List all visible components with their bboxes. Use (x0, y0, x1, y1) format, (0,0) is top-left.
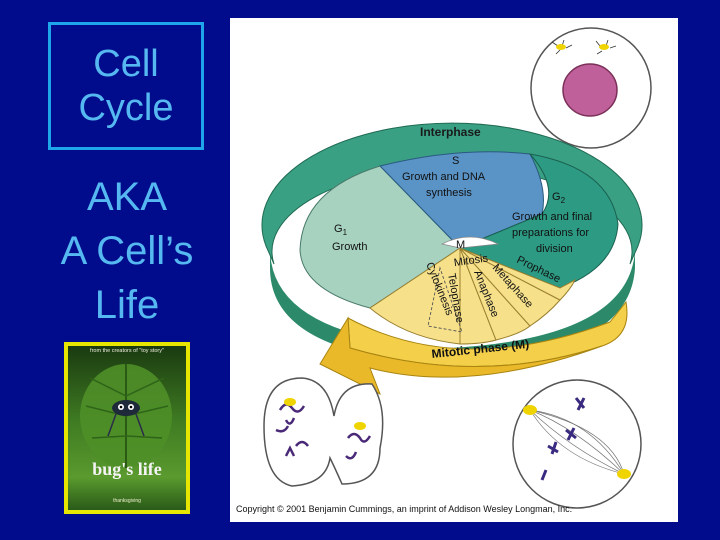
subtitle: AKA A Cell’s Life (22, 170, 232, 332)
cell-cycle-diagram: Interphase S Growth and DNA synthesis G1… (230, 18, 678, 522)
g1-desc: Growth (332, 241, 367, 253)
title-box: Cell Cycle (48, 22, 204, 150)
poster-title: bug's life (92, 459, 162, 479)
g1-label: G1 (334, 223, 348, 237)
subtitle-line-2: A Cell’s (60, 229, 194, 273)
cell-cycle-figure: Interphase S Growth and DNA synthesis G1… (236, 27, 652, 514)
g2-label: G2 (552, 191, 566, 205)
m-label: M (456, 239, 465, 251)
subtitle-line-1: AKA (86, 175, 168, 219)
s-label: S (452, 155, 459, 167)
s-desc-line-2: synthesis (426, 187, 472, 199)
g2-desc-line-3: division (536, 243, 573, 255)
s-desc-line-1: Growth and DNA (402, 171, 486, 183)
copyright-text: Copyright © 2001 Benjamin Cummings, an i… (236, 504, 572, 514)
title-line-2: Cycle (78, 87, 174, 129)
mitosis-label: Mitosis (453, 252, 489, 269)
dividing-cell-illustration (263, 377, 384, 487)
g2-desc-line-1: Growth and final (512, 211, 592, 223)
poster-artwork: from the creators of "toy story" bug's l… (68, 346, 186, 510)
poster-release: thanksgiving (113, 498, 141, 504)
interphase-cell-illustration (530, 27, 652, 149)
poster-tagline: from the creators of "toy story" (90, 348, 164, 354)
poster-illustration (80, 364, 172, 468)
g2-desc-line-2: preparations for (512, 227, 589, 239)
title-line-1: Cell (93, 43, 159, 85)
interphase-label: Interphase (420, 125, 481, 139)
movie-poster: from the creators of "toy story" bug's l… (64, 342, 190, 514)
subtitle-line-3: Life (94, 283, 160, 327)
spindle-cell-illustration (512, 379, 642, 509)
